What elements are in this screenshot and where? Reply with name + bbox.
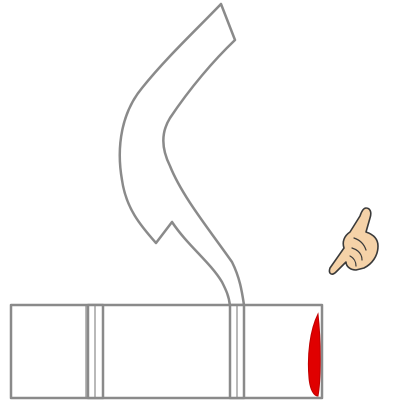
tray-frame	[11, 305, 322, 398]
curved-arrow-icon	[120, 4, 244, 306]
pointing-hand-icon	[329, 208, 378, 274]
